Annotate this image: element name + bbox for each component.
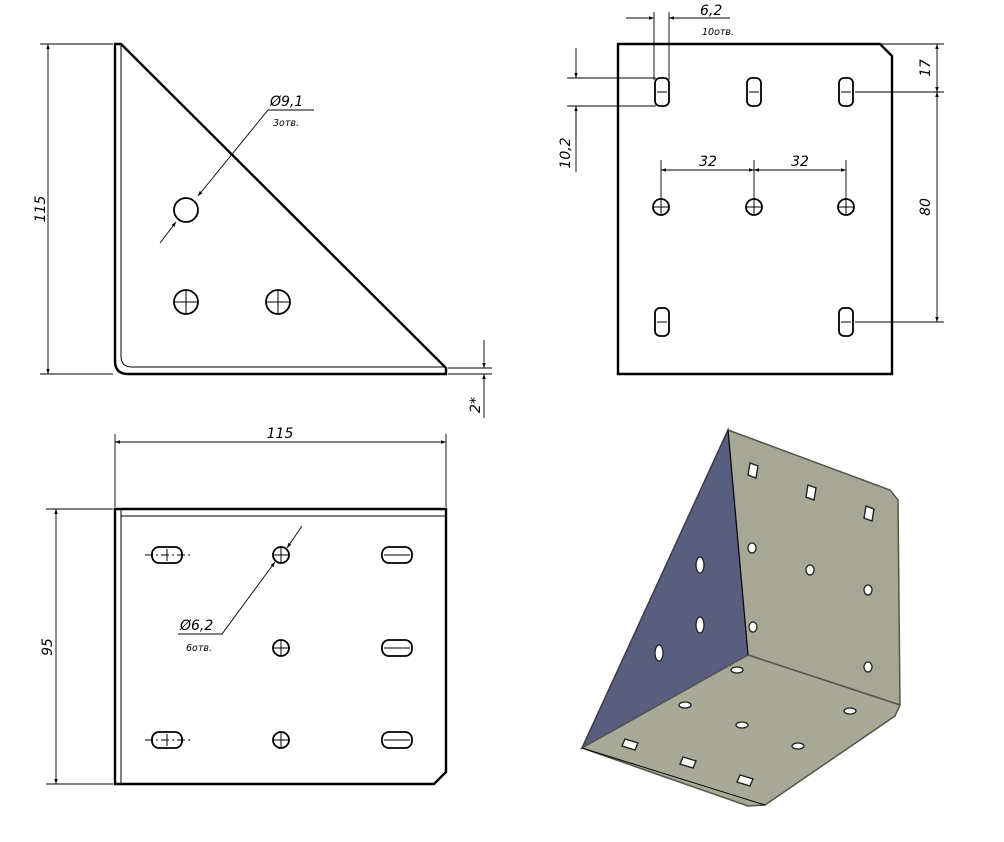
side-hole-dia-label: Ø9,1: [269, 94, 303, 110]
front-slot: [838, 77, 854, 107]
front-spacing-right-label: 32: [791, 154, 809, 170]
side-view-outline: [113, 42, 448, 376]
top-slot: [381, 639, 413, 657]
iso-slot: [747, 462, 759, 479]
iso-hole: [863, 661, 873, 673]
iso-hole: [805, 564, 815, 576]
top-hole-dia-label: Ø6,2: [179, 618, 213, 634]
top-slot: [145, 731, 190, 749]
top-hole: [272, 546, 290, 564]
front-hole: [837, 198, 855, 216]
side-thickness-label: 2*: [468, 397, 484, 413]
iso-side-hole: [654, 644, 664, 662]
top-depth-label: 95: [40, 638, 56, 656]
iso-side-hole: [695, 556, 705, 574]
side-hole-count-label: 3отв.: [273, 118, 299, 129]
iso-view: [580, 427, 902, 807]
iso-hole: [748, 621, 758, 633]
iso-slot: [736, 774, 754, 787]
iso-hole: [863, 584, 873, 596]
iso-slot: [805, 484, 817, 501]
front-slot: [654, 307, 670, 337]
iso-hole: [735, 721, 749, 729]
front-slot-width-label: 6,2: [700, 3, 722, 19]
top-hole: [272, 639, 290, 657]
front-top-offset-label: 17: [918, 59, 934, 77]
side-hole: [173, 197, 199, 223]
front-view-outline: [616, 42, 894, 376]
top-hole-count-label: 6отв.: [186, 643, 212, 654]
front-slot: [838, 307, 854, 337]
iso-slot: [621, 738, 639, 751]
top-width-label: 115: [267, 426, 294, 442]
side-height-label: 115: [33, 196, 49, 223]
top-hole: [272, 731, 290, 749]
front-slot-spacing-label: 80: [918, 198, 934, 216]
side-view: 115 2* Ø9,1 3отв.: [33, 42, 492, 418]
iso-hole: [843, 707, 857, 715]
iso-hole: [678, 701, 692, 709]
iso-side-hole: [695, 616, 705, 634]
side-hole-marked: [265, 289, 291, 315]
iso-hole: [747, 542, 757, 554]
front-hole: [652, 198, 670, 216]
iso-slot: [679, 756, 697, 769]
top-view: 115 95 Ø6,2 6отв.: [40, 426, 448, 786]
iso-slot: [863, 505, 875, 522]
front-slot-height-label: 10,2: [558, 137, 574, 168]
top-slot: [381, 731, 413, 749]
iso-hole: [791, 742, 805, 750]
front-spacing-left-label: 32: [699, 154, 717, 170]
side-hole-marked: [173, 289, 199, 315]
top-view-outline: [113, 507, 448, 786]
front-slot-count-label: 10отв.: [702, 27, 734, 38]
front-hole: [745, 198, 763, 216]
top-slot: [145, 546, 190, 564]
front-slot: [654, 77, 670, 107]
iso-hole: [730, 666, 744, 674]
front-view: 6,2 10отв. 10,2 17 80 32 32: [558, 3, 944, 376]
top-slot: [381, 546, 413, 564]
front-slot: [746, 77, 762, 107]
